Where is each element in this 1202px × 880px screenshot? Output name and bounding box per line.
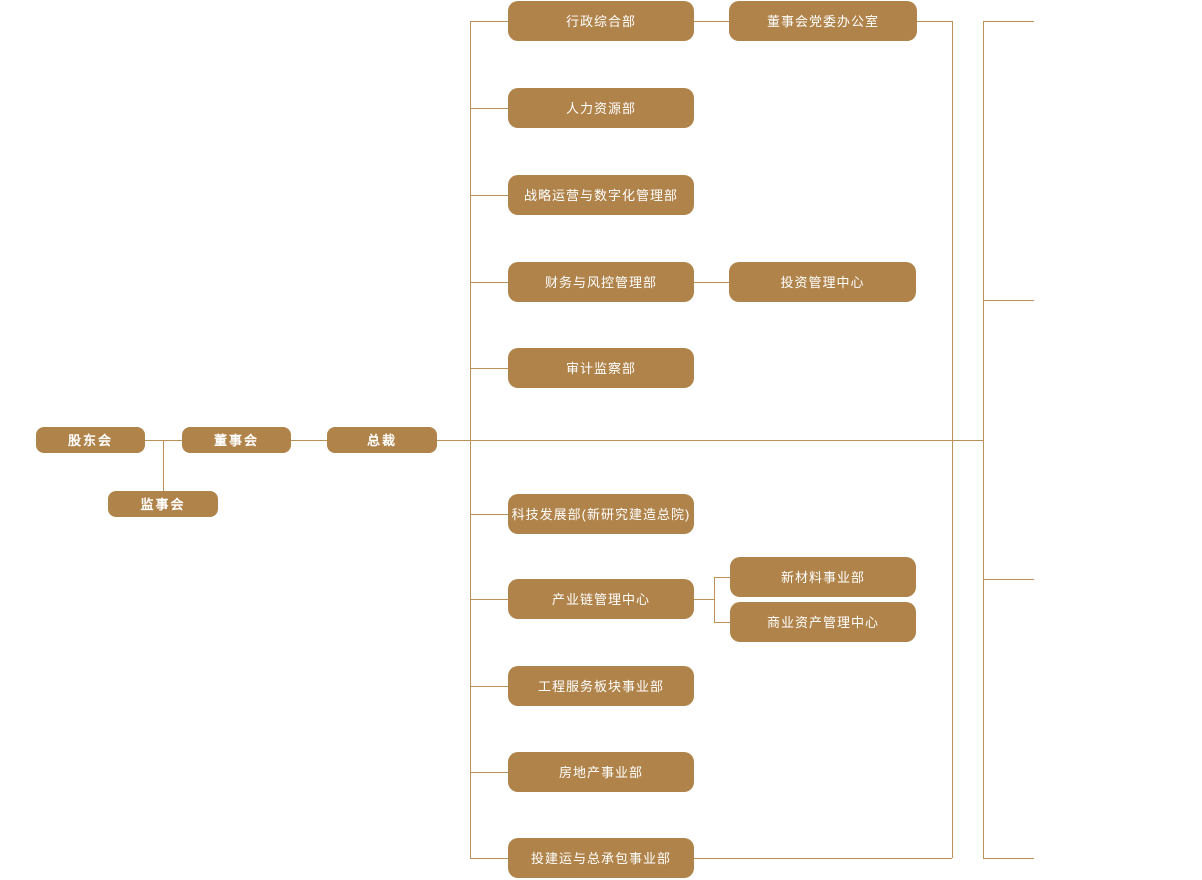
connector-stub-strategy <box>470 195 508 196</box>
connector-right-stub-4 <box>983 858 1034 859</box>
connector-stub-audit <box>470 368 508 369</box>
node-dept-hr: 人力资源部 <box>508 88 694 128</box>
connector-right-stub-3 <box>983 579 1034 580</box>
connector-stub-epc <box>470 858 508 859</box>
connector-right-spine <box>983 21 984 858</box>
connector-bracket-commercial <box>714 622 730 623</box>
node-shareholders: 股东会 <box>36 427 145 453</box>
connector-right-bracket <box>952 21 953 858</box>
connector-supervisory-drop <box>163 440 164 491</box>
connector-stub-chain <box>470 599 508 600</box>
node-dept-investment-center: 投资管理中心 <box>729 262 916 302</box>
connector-stub-realestate <box>470 772 508 773</box>
node-dept-audit: 审计监察部 <box>508 348 694 388</box>
node-dept-epc: 投建运与总承包事业部 <box>508 838 694 878</box>
connector-right-stub-2 <box>983 300 1034 301</box>
node-dept-real-estate: 房地产事业部 <box>508 752 694 792</box>
node-dept-board-party-office: 董事会党委办公室 <box>729 1 917 41</box>
node-board: 董事会 <box>182 427 291 453</box>
connector-party-office-right <box>917 21 952 22</box>
connector-epc-right <box>694 858 952 859</box>
node-dept-strategy-digital: 战略运营与数字化管理部 <box>508 175 694 215</box>
connector-stub-tech <box>470 514 508 515</box>
connector-right-stub-1 <box>983 21 1034 22</box>
node-supervisory: 监事会 <box>108 491 218 517</box>
node-dept-tech-dev: 科技发展部(新研究建造总院) <box>508 494 694 534</box>
node-dept-new-materials: 新材料事业部 <box>730 557 916 597</box>
connector-stub-engineering <box>470 686 508 687</box>
connector-chain-bracket-vertical <box>714 577 715 622</box>
connector-stub-admin <box>470 21 508 22</box>
node-dept-engineering-services: 工程服务板块事业部 <box>508 666 694 706</box>
node-dept-finance-risk: 财务与风控管理部 <box>508 262 694 302</box>
node-dept-admin: 行政综合部 <box>508 1 694 41</box>
connector-president-main-line <box>437 440 983 441</box>
connector-bracket-materials <box>714 577 730 578</box>
connector-admin-party-office <box>694 21 729 22</box>
connector-finance-investment <box>694 282 729 283</box>
node-president: 总裁 <box>327 427 437 453</box>
connector-stub-finance <box>470 282 508 283</box>
connector-stub-hr <box>470 108 508 109</box>
node-dept-industry-chain: 产业链管理中心 <box>508 579 694 619</box>
connector-board-president <box>291 440 327 441</box>
node-dept-commercial-assets: 商业资产管理中心 <box>730 602 916 642</box>
connector-chain-bracket <box>694 599 714 600</box>
connector-department-spine <box>470 21 471 858</box>
